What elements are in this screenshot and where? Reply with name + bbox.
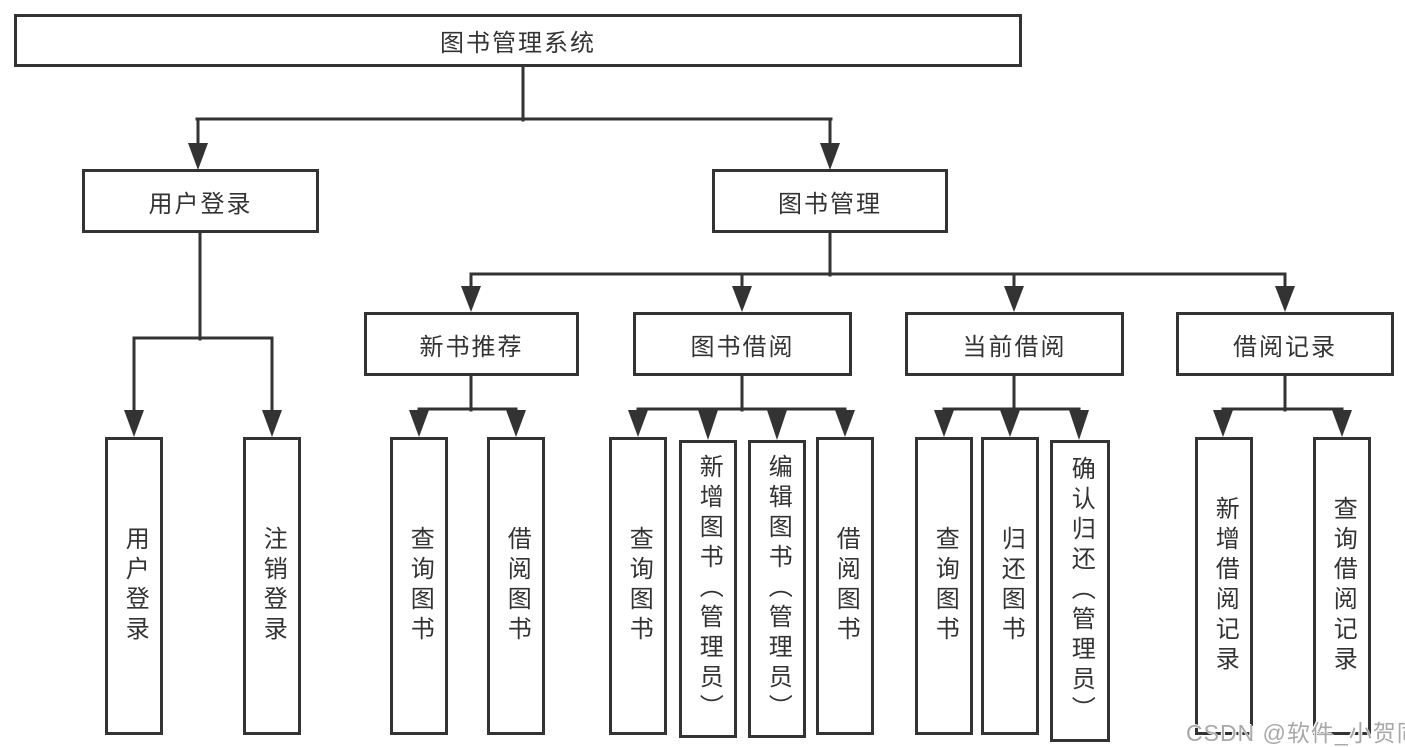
arrow-down-icon bbox=[1069, 410, 1089, 440]
leaf-borrow-book-recommend: 借阅图书 bbox=[487, 437, 545, 735]
node-label: 归还图书 bbox=[997, 526, 1025, 646]
node-label: 编辑图书（管理员） bbox=[764, 454, 792, 724]
node-label: 借阅图书 bbox=[503, 526, 531, 646]
node-label: 新增借阅记录 bbox=[1211, 496, 1239, 676]
node-label: 确认归还（管理员） bbox=[1067, 456, 1095, 726]
leaf-return-book: 归还图书 bbox=[981, 437, 1039, 735]
node-label: 图书管理 bbox=[778, 190, 882, 218]
arrow-down-icon bbox=[698, 410, 718, 440]
connector-current-borrow-branch bbox=[942, 374, 1081, 412]
leaf-edit-book-admin: 编辑图书（管理员） bbox=[748, 440, 806, 738]
arrow-down-icon bbox=[461, 286, 481, 312]
connector-new-book-branch bbox=[417, 374, 518, 412]
node-label: 查询借阅记录 bbox=[1329, 496, 1357, 676]
leaf-add-book-admin: 新增图书（管理员） bbox=[679, 440, 737, 738]
leaf-query-book-recommend: 查询图书 bbox=[390, 437, 448, 735]
arrow-down-icon bbox=[767, 410, 787, 440]
arrow-down-icon bbox=[1332, 410, 1352, 437]
arrow-down-icon bbox=[506, 410, 526, 437]
node-label: 当前借阅 bbox=[962, 333, 1067, 361]
node-label: 用户登录 bbox=[148, 190, 253, 218]
arrow-down-icon bbox=[628, 410, 648, 437]
arrow-down-icon bbox=[262, 410, 282, 437]
arrow-down-icon bbox=[835, 410, 855, 437]
arrow-down-icon bbox=[409, 410, 429, 437]
node-label: 借阅记录 bbox=[1233, 333, 1337, 361]
connector-book-mgmt-branch bbox=[469, 231, 1287, 289]
node-borrow-records: 借阅记录 bbox=[1176, 312, 1394, 376]
node-label: 查询图书 bbox=[406, 526, 434, 646]
leaf-confirm-return-admin: 确认归还（管理员） bbox=[1050, 440, 1110, 742]
node-label: 新书推荐 bbox=[419, 333, 524, 361]
arrow-down-icon bbox=[820, 143, 840, 170]
arrowheads bbox=[124, 143, 1352, 440]
arrow-down-icon bbox=[1004, 286, 1024, 312]
arrow-down-icon bbox=[732, 286, 752, 312]
node-book-management: 图书管理 bbox=[712, 169, 948, 233]
arrow-down-icon bbox=[124, 410, 144, 437]
arrow-down-icon bbox=[188, 143, 208, 170]
node-book-borrow: 图书借阅 bbox=[633, 312, 852, 376]
node-label: 注销登录 bbox=[259, 526, 287, 646]
leaf-query-borrow-record: 查询借阅记录 bbox=[1313, 437, 1371, 735]
node-label: 用户登录 bbox=[121, 526, 149, 646]
node-label: 图书管理系统 bbox=[440, 30, 596, 57]
arrow-down-icon bbox=[1000, 410, 1020, 437]
arrow-down-icon bbox=[1275, 286, 1295, 312]
node-label: 新增图书（管理员） bbox=[695, 454, 723, 724]
node-label: 图书借阅 bbox=[690, 333, 795, 361]
leaf-user-login: 用户登录 bbox=[105, 437, 163, 735]
connector-book-borrow-branch bbox=[636, 374, 847, 412]
connector-borrow-records-branch bbox=[1221, 374, 1344, 412]
leaf-query-book-borrow: 查询图书 bbox=[609, 437, 667, 735]
connector-user-login-branch bbox=[132, 231, 274, 413]
leaf-query-book-current: 查询图书 bbox=[915, 437, 973, 735]
node-root-system: 图书管理系统 bbox=[14, 14, 1022, 67]
leaf-logout: 注销登录 bbox=[243, 437, 301, 735]
node-new-book-recommend: 新书推荐 bbox=[364, 312, 579, 376]
node-user-login: 用户登录 bbox=[82, 169, 319, 233]
arrow-down-icon bbox=[934, 410, 954, 437]
node-label: 查询图书 bbox=[625, 526, 653, 646]
leaf-add-borrow-record: 新增借阅记录 bbox=[1195, 437, 1253, 735]
arrow-down-icon bbox=[1213, 410, 1233, 437]
connector-root-to-level1 bbox=[195, 65, 833, 146]
node-label: 借阅图书 bbox=[832, 526, 860, 646]
node-current-borrow: 当前借阅 bbox=[905, 312, 1124, 376]
node-label: 查询图书 bbox=[931, 526, 959, 646]
leaf-borrow-book: 借阅图书 bbox=[816, 437, 874, 735]
csdn-watermark: CSDN @软件_小贺同学 bbox=[1186, 720, 1405, 746]
